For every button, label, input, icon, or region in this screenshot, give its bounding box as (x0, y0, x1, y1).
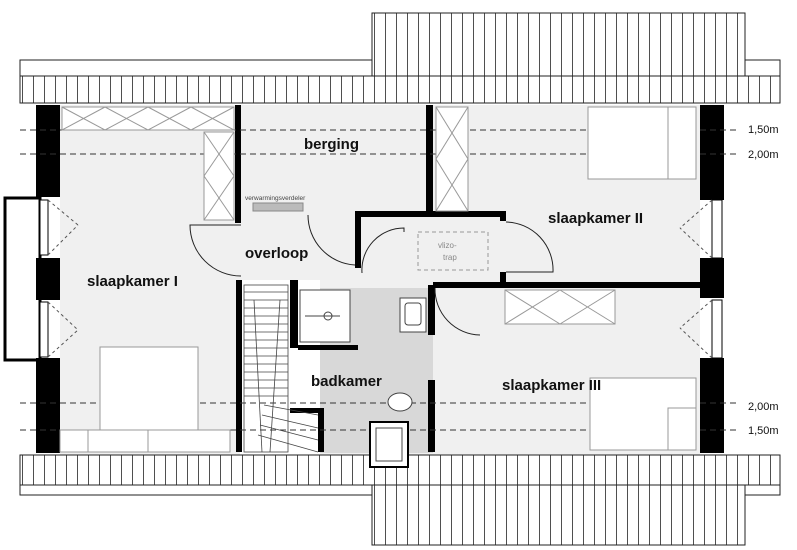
interior-walls (235, 105, 700, 452)
label-verwarmingsverdeler: verwarmingsverdeler (245, 195, 306, 202)
room-label-badkamer: badkamer (311, 373, 382, 390)
label-vlizotrap-1: vlizo- (438, 241, 457, 250)
room-label-berging: berging (304, 136, 359, 153)
roof-bottom (19, 454, 781, 546)
furniture (59, 106, 697, 453)
dim-label-bottom-150: 1,50m (748, 425, 779, 437)
dim-label-top-200: 2,00m (748, 149, 779, 161)
room-label-slaapkamer-3: slaapkamer III (502, 377, 601, 394)
roof-top (19, 12, 781, 104)
bath-fixtures (299, 289, 427, 468)
doors (189, 214, 554, 336)
room-label-slaapkamer-1: slaapkamer I (87, 273, 178, 290)
dim-label-bottom-200: 2,00m (748, 401, 779, 413)
vlizotrap-hatch (417, 231, 489, 271)
staircase (243, 284, 319, 453)
room-label-slaapkamer-2: slaapkamer II (548, 210, 643, 227)
label-vlizotrap-2: trap (443, 253, 457, 262)
dormer-left (3, 196, 79, 362)
outer-walls (36, 105, 724, 453)
windows-right (679, 199, 723, 359)
room-label-overloop: overloop (245, 245, 308, 262)
dim-label-top-150: 1,50m (748, 124, 779, 136)
